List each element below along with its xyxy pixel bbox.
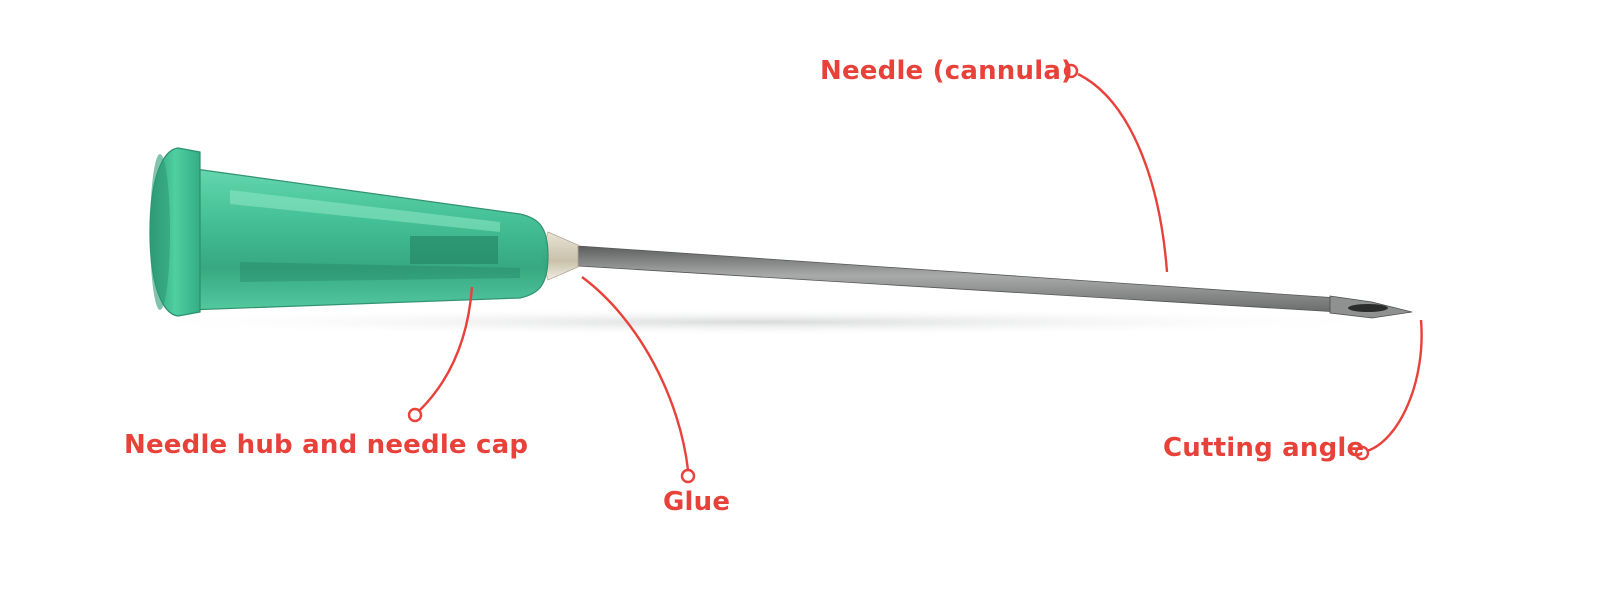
leader-hub (419, 286, 474, 411)
needle-shaft (577, 245, 1339, 313)
floor-shadow (100, 308, 1420, 336)
dot-cut (1354, 445, 1370, 461)
leader-needle (1077, 72, 1169, 273)
label-cutting-angle: Cutting angle (1163, 433, 1365, 463)
label-glue: Glue (663, 487, 731, 517)
hub-window (410, 236, 498, 264)
hub-rib (240, 262, 520, 282)
leader-cut (1366, 319, 1423, 453)
bevel-opening (1348, 304, 1388, 312)
label-needle-cannula: Needle (cannula) (820, 56, 1074, 86)
dot-needle (1063, 63, 1079, 79)
dot-glue (680, 468, 696, 484)
label-needle-hub: Needle hub and needle cap (124, 430, 529, 460)
dot-hub (407, 407, 423, 423)
hub-highlight (230, 190, 500, 232)
flange-rim (150, 154, 170, 310)
leader-glue (581, 276, 690, 471)
